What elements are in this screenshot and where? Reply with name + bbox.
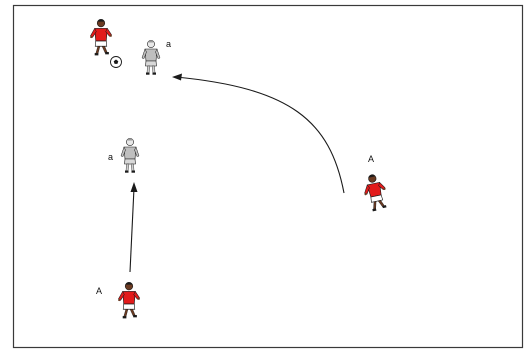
player-label: a	[108, 152, 113, 162]
player-label: A	[96, 286, 102, 296]
pitch-border	[14, 6, 523, 348]
player-label: A	[368, 154, 374, 164]
soccer-ball-icon	[111, 57, 122, 68]
player-label: a	[166, 39, 171, 49]
